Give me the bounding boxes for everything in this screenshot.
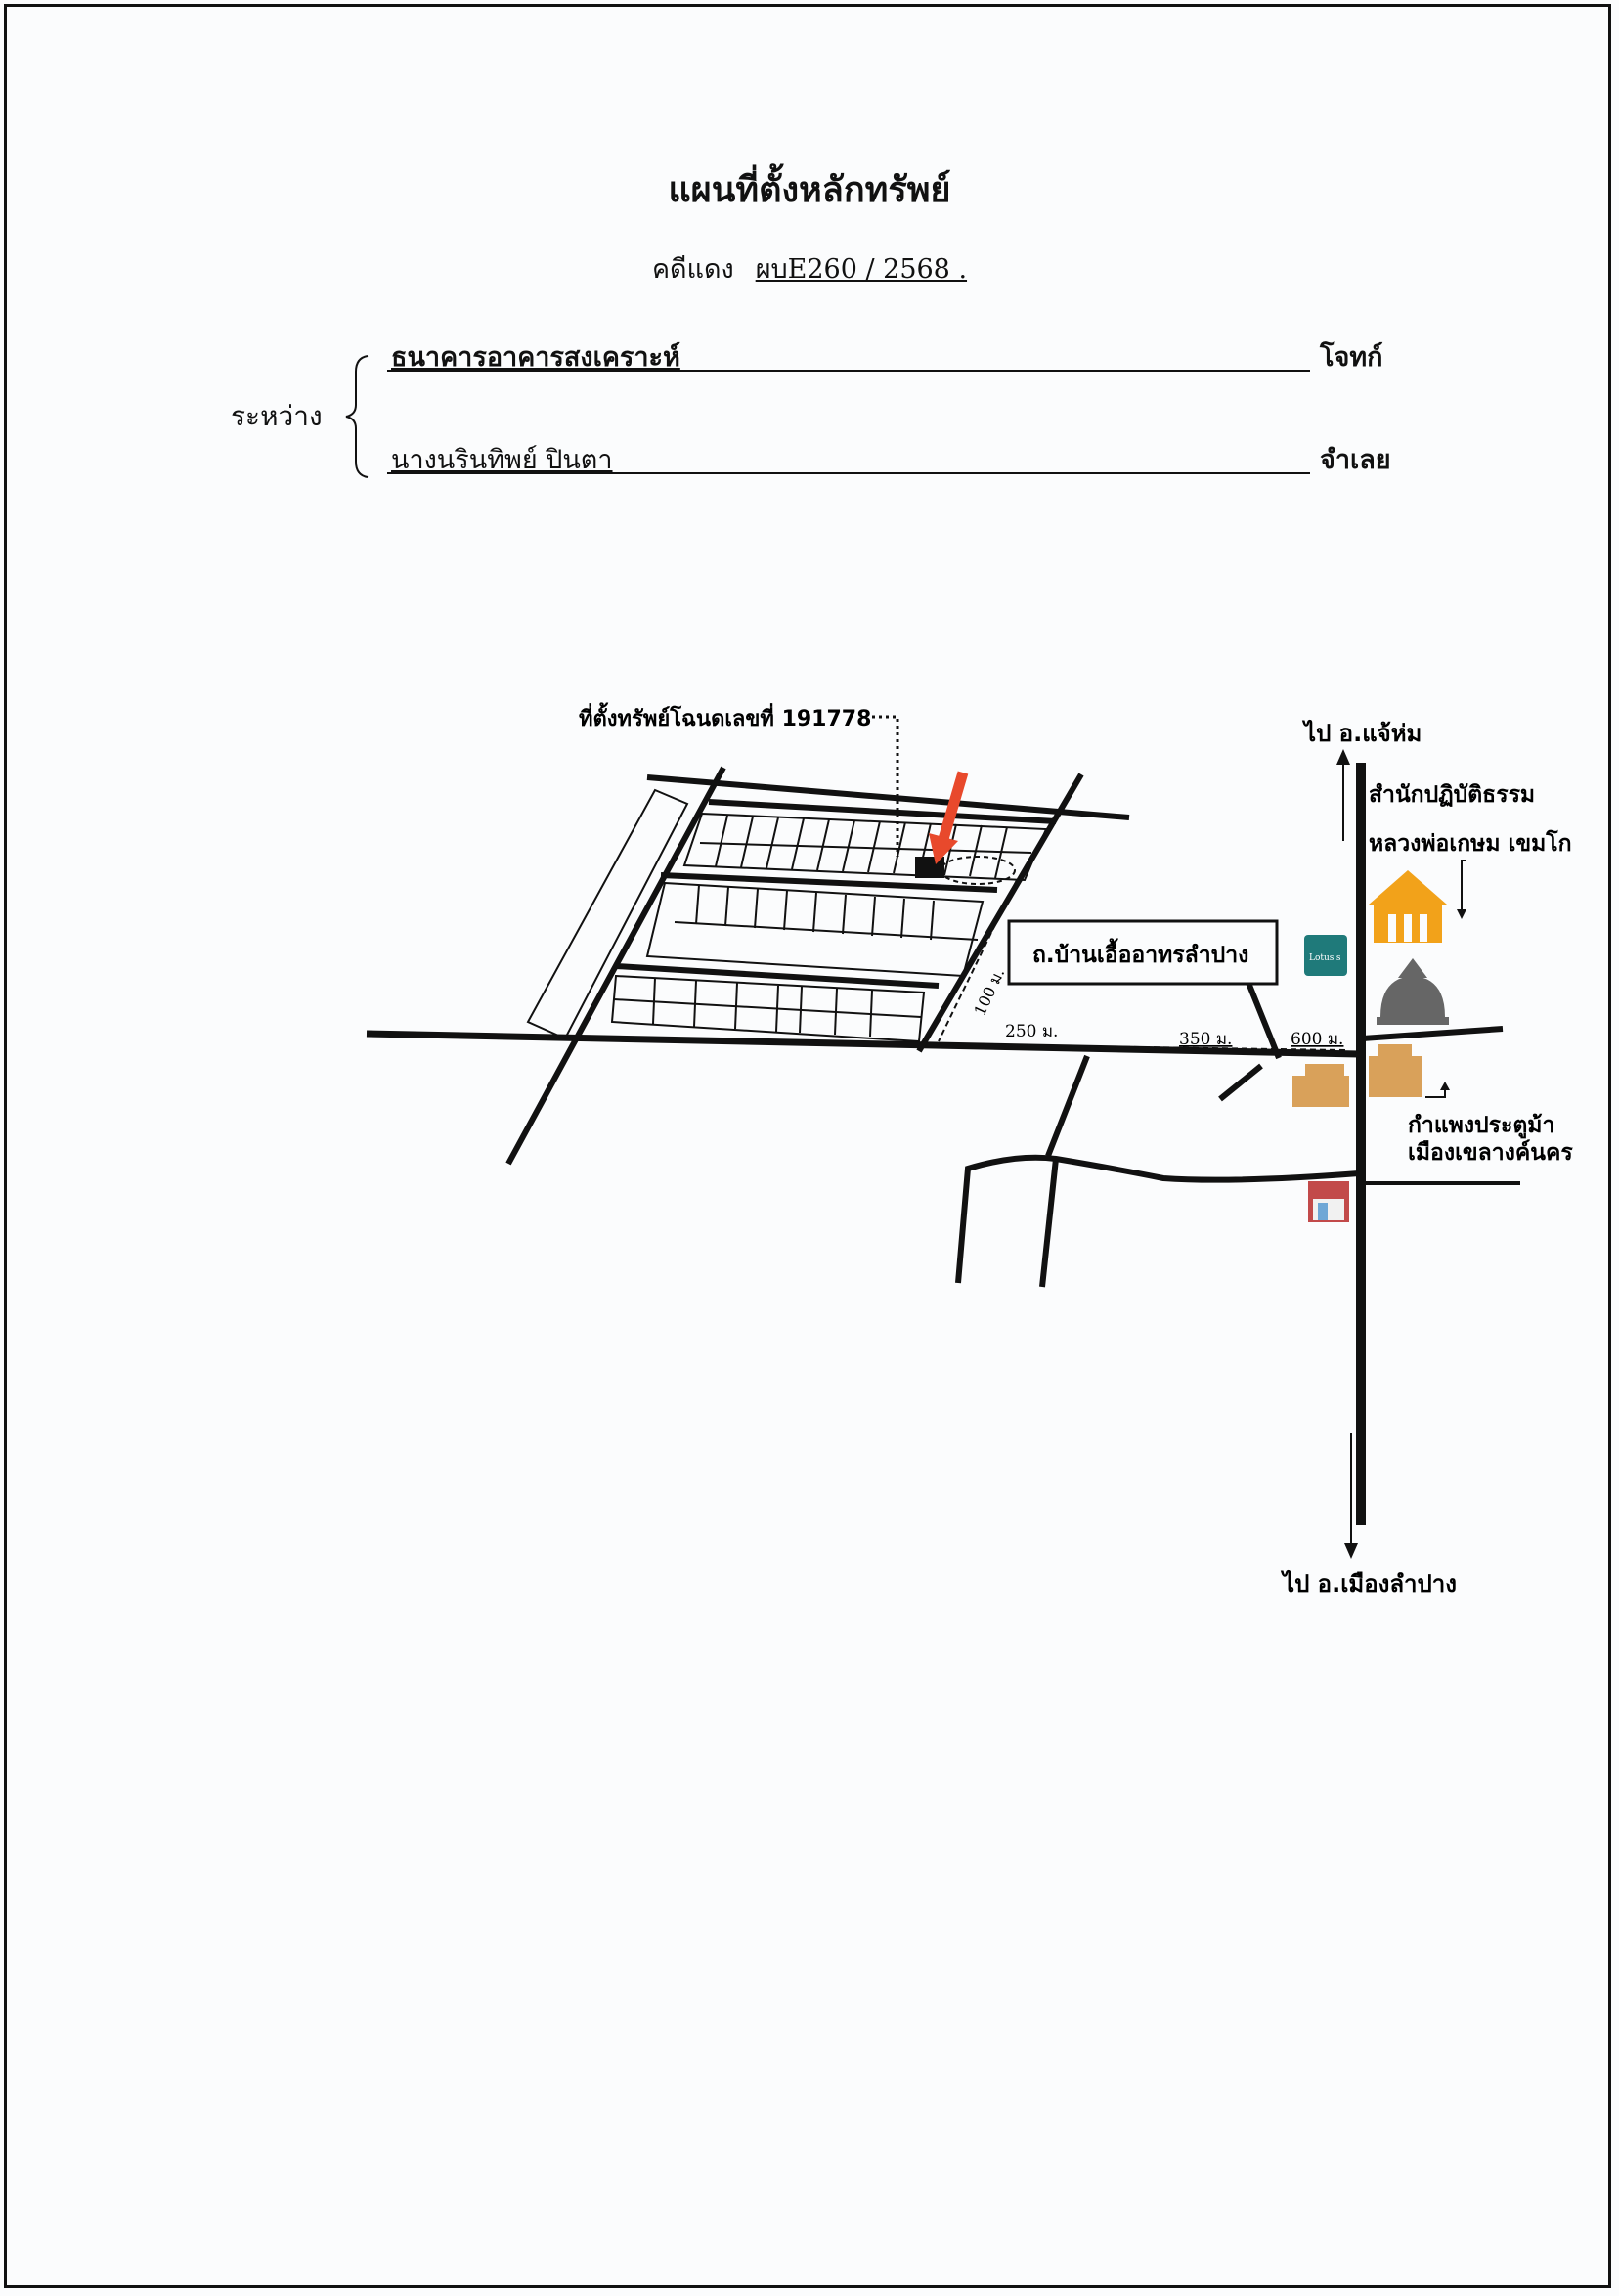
block-2-plots [674, 884, 979, 941]
page-title: แผนที่ตั้งหลักทรัพย์ [668, 169, 951, 210]
red-arrow-head [929, 833, 958, 864]
block-3 [610, 974, 926, 1043]
stupa-icon [1377, 958, 1449, 1025]
road-south-1 [1039, 1158, 1059, 1288]
wall-icon-2 [1369, 1044, 1422, 1097]
dist-600: 600 ม. [1291, 1030, 1343, 1049]
road-lotus-stub [1218, 1063, 1263, 1102]
location-map: ที่ตั้งทรัพย์โฉนดเลขที่ 191778 100 ม. 25… [366, 702, 1573, 1598]
wall-label-2: เมืองเขลางค์นคร [1408, 1139, 1573, 1166]
road-east [1362, 1026, 1504, 1041]
plaintiff-name: ธนาคารอาคารสงเคราะห์ [391, 342, 680, 373]
dist-350: 350 ม. [1179, 1030, 1232, 1049]
temple-icon [1369, 870, 1447, 943]
road-to-lotus [1244, 976, 1282, 1060]
case-number: ผบE260 / 2568 . [755, 254, 968, 285]
road-west-diagonal [505, 766, 726, 1166]
to-south-label: ไป อ.เมืองลำปาง [1280, 1569, 1457, 1598]
south-arrowhead [1344, 1543, 1358, 1559]
plaintiff-role: โจทก์ [1320, 342, 1383, 373]
case-number-line: คดีแดง ผบE260 / 2568 . [0, 247, 1619, 289]
brace-icon [345, 355, 369, 478]
defendant-name: นางนรินทิพย์ ปินตา [391, 445, 613, 475]
road-label: ถ.บ้านเอื้ออาทรลำปาง [1032, 938, 1248, 968]
plaintiff-underline [387, 370, 1310, 372]
road-label-box [1007, 919, 1279, 986]
case-prefix: คดีแดง [651, 254, 734, 285]
dist-100: 100 ม. [970, 965, 1008, 1018]
between-label: ระหว่าง [231, 400, 323, 432]
road-south-diag [1045, 1054, 1090, 1158]
dist-250: 250 ม. [1005, 1022, 1058, 1041]
red-arrow-shaft [938, 771, 969, 841]
wall-label-1: กำแพงประตูม้า [1408, 1113, 1554, 1139]
page-border [4, 4, 1611, 2288]
wall-icon-1 [1292, 1064, 1349, 1107]
main-road [366, 1030, 1360, 1058]
property-leader [872, 715, 899, 857]
to-north-label: ไป อ.แจ้ห่ม [1301, 719, 1422, 747]
temple-label-2: หลวงพ่อเกษม เขมโก [1369, 829, 1572, 857]
shop-icon [1308, 1181, 1349, 1222]
defendant-role: จำเลย [1320, 445, 1391, 475]
park-parcel [526, 788, 689, 1040]
block-2 [645, 881, 985, 978]
north-arrowhead [1336, 749, 1350, 765]
temple-label-1: สำนักปฏิบัติธรรม [1369, 782, 1535, 808]
temple-leader [1461, 860, 1466, 914]
road-curve [955, 1154, 1360, 1284]
wall-leader [1425, 1087, 1446, 1098]
property-label: ที่ตั้งทรัพย์โฉนดเลขที่ 191778 [579, 702, 871, 731]
lotus-store-icon [1304, 935, 1347, 976]
block-3-plots [613, 977, 922, 1038]
road-top [646, 774, 1130, 820]
target-dash-ellipse [940, 856, 1016, 885]
defendant-underline [387, 472, 1310, 474]
lotus-store-label: Lotus's [1309, 953, 1341, 963]
